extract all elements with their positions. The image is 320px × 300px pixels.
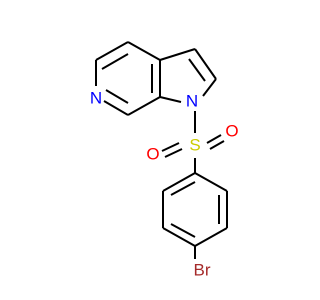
bond xyxy=(159,48,196,61)
molecule-structure: N N S O O Br xyxy=(90,41,239,280)
bond xyxy=(188,58,206,82)
bond xyxy=(170,223,196,238)
bond xyxy=(194,227,228,247)
bond xyxy=(164,148,183,158)
bond xyxy=(127,41,161,61)
bond xyxy=(170,181,196,196)
bond xyxy=(162,227,196,247)
pyrrole-ring xyxy=(159,48,217,103)
bond xyxy=(206,134,222,144)
bond xyxy=(161,142,180,152)
atom-label-oxygen-right: O xyxy=(225,122,238,141)
bond xyxy=(194,172,228,192)
atom-label-n-pyrrole: N xyxy=(186,92,198,111)
bond xyxy=(159,96,182,103)
bond xyxy=(162,172,196,192)
bromophenyl-ring xyxy=(162,172,228,259)
sulfonyl-group xyxy=(161,111,225,173)
bond xyxy=(194,48,217,80)
bond xyxy=(105,89,129,104)
bond xyxy=(202,78,217,97)
bond xyxy=(127,96,161,116)
bond xyxy=(209,140,225,150)
atom-label-oxygen-left: O xyxy=(146,145,159,164)
pyridine-ring xyxy=(95,41,161,116)
atom-label-sulfur: S xyxy=(189,136,200,155)
bond xyxy=(95,41,129,61)
atom-label-bromine: Br xyxy=(194,261,211,280)
atom-label-n-pyridine: N xyxy=(90,89,102,108)
bond xyxy=(103,100,129,116)
bond xyxy=(101,53,129,70)
